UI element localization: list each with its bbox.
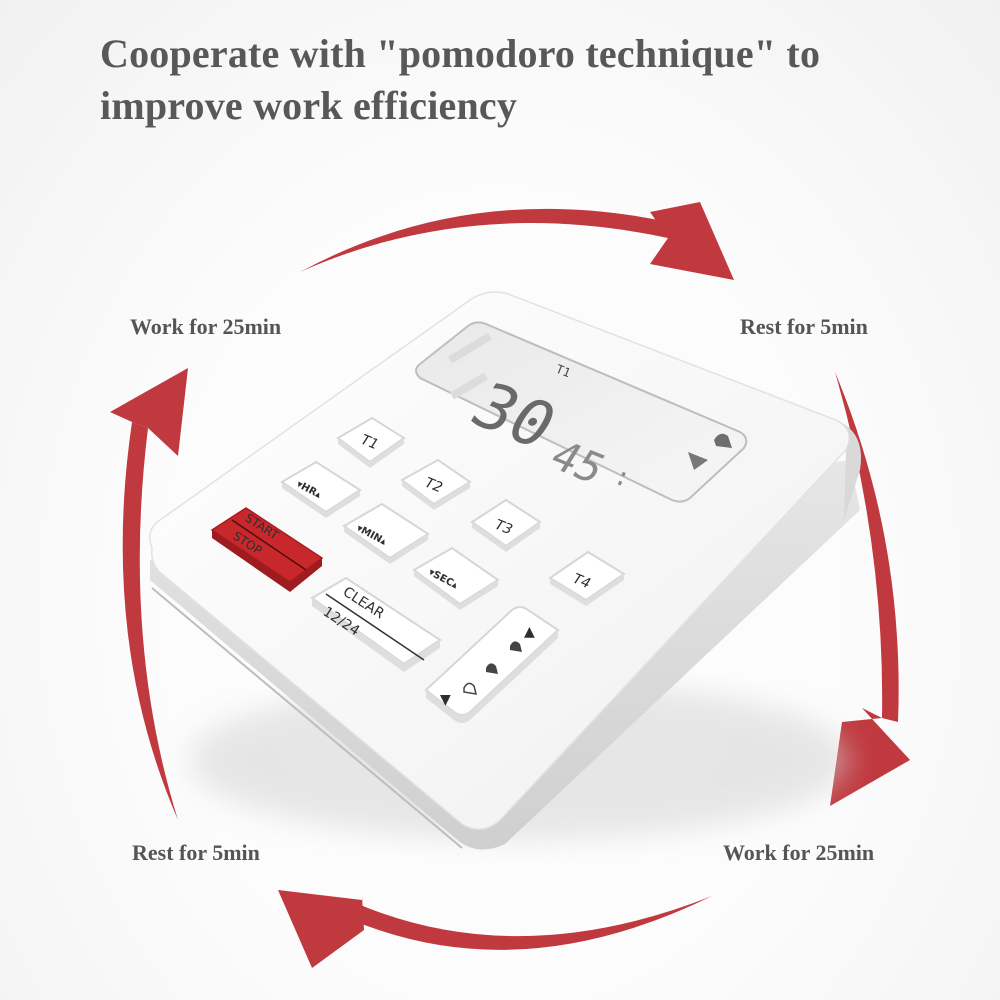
headline: Cooperate with "pomodoro technique" to i…	[100, 28, 960, 132]
lcd-timer-label: T1	[554, 362, 573, 380]
key-t2[interactable]: T2	[400, 458, 472, 510]
volume-rocker-button[interactable]: ▲ ▼	[424, 606, 560, 723]
svg-text:T1: T1	[359, 432, 381, 453]
arrow-right-icon	[830, 372, 910, 806]
key-t3[interactable]: T3	[470, 498, 542, 552]
headline-line-1: Cooperate with "pomodoro technique" to	[100, 31, 821, 76]
lcd-display: T1 30 : 45	[415, 321, 748, 503]
label-work-25-top-left: Work for 25min	[130, 314, 282, 339]
label-rest-5-top-right: Rest for 5min	[740, 314, 868, 339]
key-hr[interactable]: ▾HR▴	[280, 460, 362, 518]
triangle-down-icon	[688, 452, 708, 470]
volume-down-icon: ▼	[440, 692, 451, 708]
arrow-top-icon	[300, 202, 734, 280]
key-t1[interactable]: T1	[336, 416, 406, 468]
bell-medium-icon	[486, 663, 498, 674]
label-work-25-bottom-right: Work for 25min	[723, 840, 875, 865]
svg-text:T2: T2	[423, 475, 445, 496]
bell-loud-icon	[510, 641, 522, 652]
svg-text:T4: T4	[571, 571, 593, 592]
key-t4[interactable]: T4	[548, 550, 626, 606]
bell-icon	[714, 433, 732, 448]
arrow-bottom-icon	[278, 890, 712, 968]
key-sec[interactable]: ▾SEC▴	[412, 546, 500, 610]
svg-text:T3: T3	[493, 517, 515, 538]
headline-line-2: improve work efficiency	[100, 83, 518, 128]
arrow-left-icon	[110, 368, 188, 820]
label-rest-5-bottom-left: Rest for 5min	[132, 840, 260, 865]
bell-mute-icon	[463, 682, 478, 695]
volume-up-icon: ▲	[524, 624, 535, 640]
